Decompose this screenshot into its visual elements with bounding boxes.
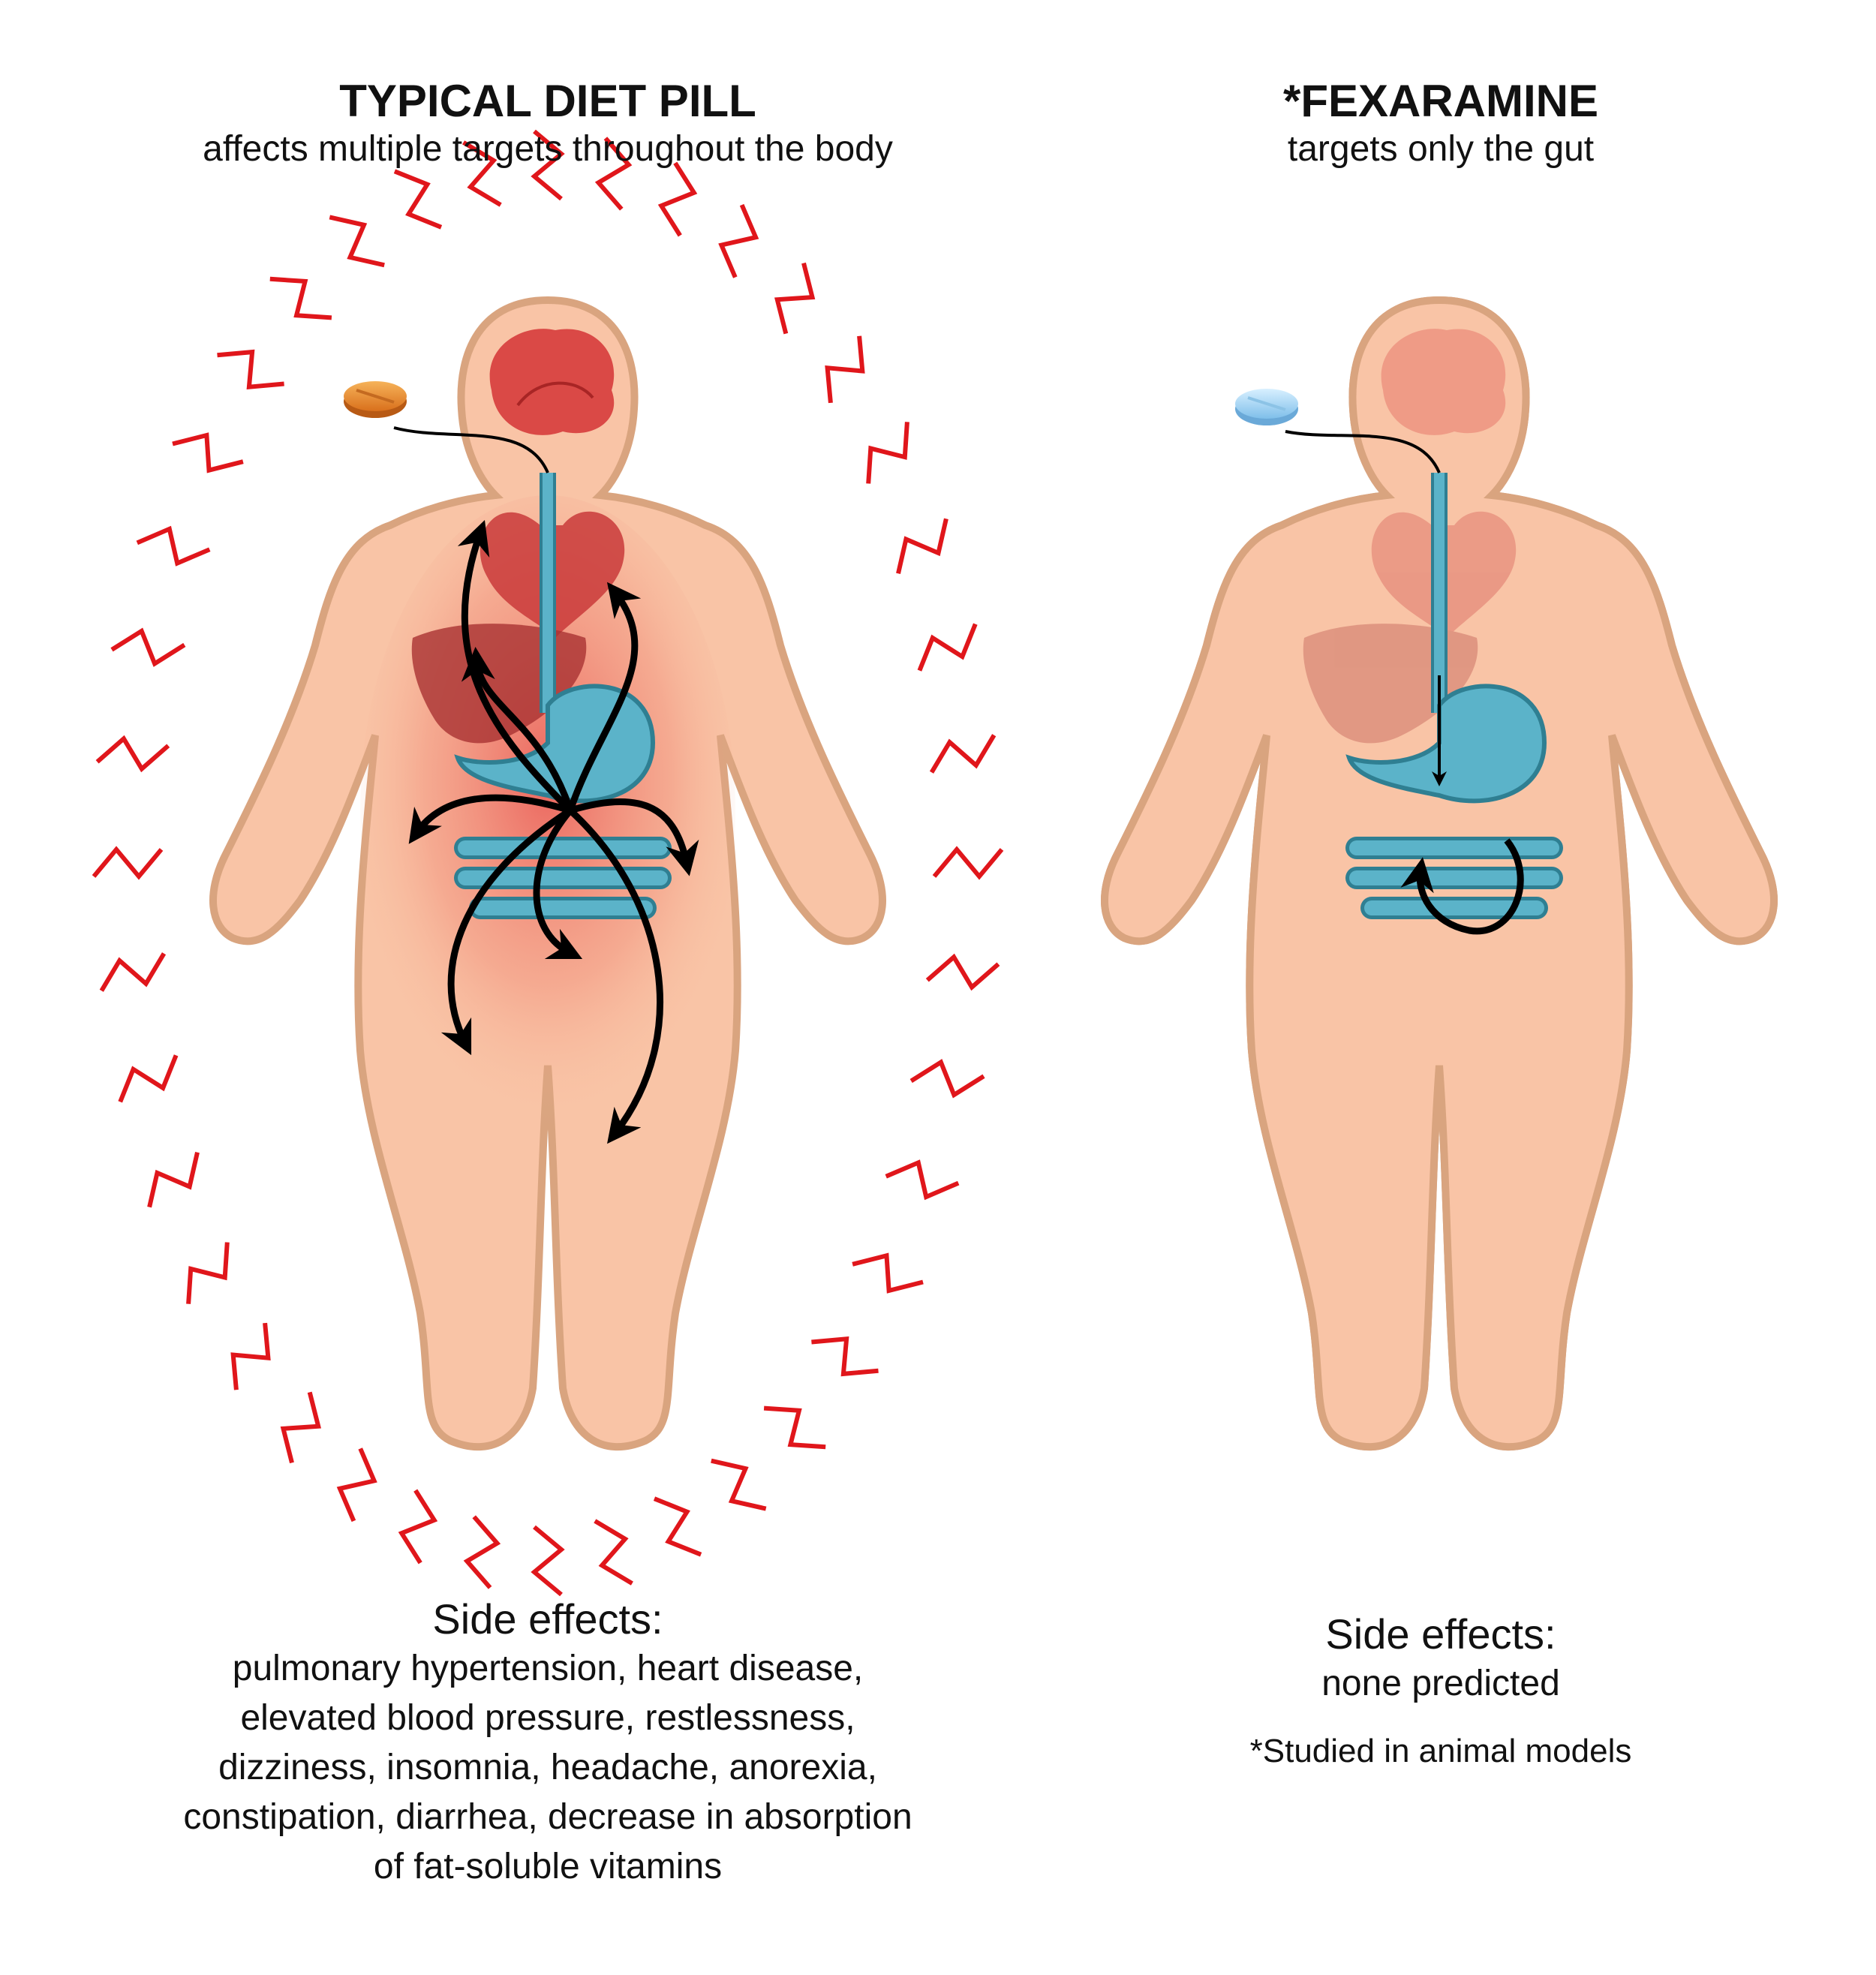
left-side-effects-line: elevated blood pressure, restlessness, xyxy=(240,1698,855,1738)
pain-zigzag xyxy=(711,1458,767,1511)
pain-zigzag xyxy=(398,1489,438,1565)
pain-zigzag xyxy=(329,215,385,268)
pain-zigzag xyxy=(925,953,1000,991)
right-title: *FEXARAMINE xyxy=(1282,76,1599,126)
pain-zigzag xyxy=(95,735,170,773)
pain-zigzag xyxy=(811,1336,879,1377)
pain-zigzag xyxy=(462,140,502,207)
pain-zigzag xyxy=(136,525,211,567)
left-side-effects-line: constipation, diarrhea, decrease in abso… xyxy=(183,1797,912,1837)
pain-zigzag xyxy=(929,734,997,774)
pain-zigzag xyxy=(866,422,909,484)
right-subtitle: targets only the gut xyxy=(1287,129,1595,169)
left-figure xyxy=(92,129,1004,1597)
right-digestive-tract xyxy=(1345,473,1563,919)
pain-zigzag xyxy=(594,1519,633,1586)
pain-zigzag xyxy=(99,952,167,992)
left-side-effects-line: dizziness, insomnia, headache, anorexia, xyxy=(218,1748,877,1787)
pain-zigzag xyxy=(186,1242,230,1304)
left-side-effects-heading: Side effects: xyxy=(432,1595,663,1643)
pain-zigzag xyxy=(172,432,244,473)
left-side-effects: Side effects: pulmonary hypertension, he… xyxy=(113,1595,983,1892)
right-side-effects-text: none predicted xyxy=(1321,1664,1560,1703)
pain-zigzag xyxy=(531,129,565,201)
pain-zigzag xyxy=(269,276,332,320)
right-side-effects-heading: Side effects: xyxy=(1325,1610,1556,1658)
left-title: TYPICAL DIET PILL xyxy=(339,76,756,126)
pain-zigzag xyxy=(932,846,1004,880)
pain-zigzag-rays xyxy=(92,129,1004,1597)
pain-zigzag xyxy=(230,1322,271,1390)
left-subtitle: affects multiple targets throughout the … xyxy=(203,129,893,169)
right-pill xyxy=(1235,389,1441,473)
pain-zigzag xyxy=(909,1059,985,1099)
pain-zigzag xyxy=(718,203,759,278)
pain-zigzag xyxy=(92,846,164,880)
right-side-effects: Side effects: none predicted *Studied in… xyxy=(1111,1610,1771,1772)
pain-zigzag xyxy=(896,518,949,574)
pain-zigzag xyxy=(531,1525,565,1597)
pain-zigzag xyxy=(825,335,865,404)
left-pill xyxy=(344,381,549,473)
pain-zigzag xyxy=(594,137,633,211)
pain-zigzag xyxy=(917,623,978,672)
pain-zigzag xyxy=(463,1515,501,1589)
left-effect-arrows xyxy=(408,520,699,1144)
left-side-effects-line: pulmonary hypertension, heart disease, xyxy=(232,1649,864,1688)
left-title-block: TYPICAL DIET PILL affects multiple targe… xyxy=(135,75,961,171)
pain-zigzag xyxy=(653,1496,702,1557)
right-footnote: *Studied in animal models xyxy=(1249,1733,1632,1769)
pain-zigzag xyxy=(885,1159,960,1201)
right-title-block: *FEXARAMINE targets only the gut xyxy=(1111,75,1771,171)
pain-zigzag xyxy=(147,1152,200,1208)
left-intestines xyxy=(454,837,672,919)
pain-zigzag xyxy=(393,169,443,230)
pain-zigzag xyxy=(110,627,186,667)
right-figure xyxy=(1105,296,1774,1447)
right-gut-arrow xyxy=(1400,675,1524,935)
pain-zigzag xyxy=(763,1405,826,1450)
left-side-effects-line: of fat-soluble vitamins xyxy=(373,1847,723,1886)
pain-zigzag xyxy=(217,349,284,390)
pain-zigzag xyxy=(118,1054,179,1103)
pain-zigzag xyxy=(852,1252,924,1294)
pain-zigzag xyxy=(280,1391,321,1464)
pain-zigzag xyxy=(774,262,816,335)
left-digestive-tract xyxy=(454,473,672,919)
pain-zigzag xyxy=(336,1447,377,1523)
left-brain xyxy=(489,329,615,435)
pain-zigzag xyxy=(657,161,698,237)
